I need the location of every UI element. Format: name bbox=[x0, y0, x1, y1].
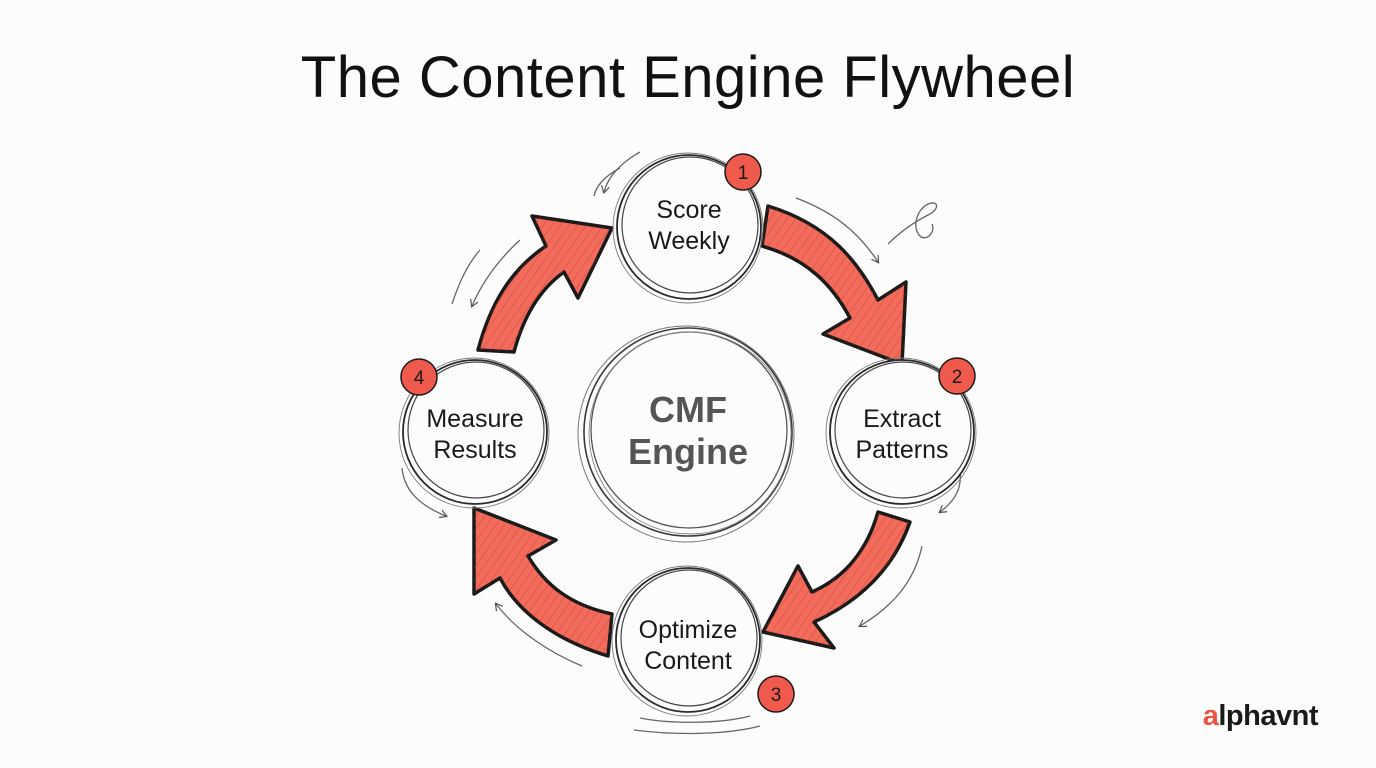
step-number: 3 bbox=[771, 685, 782, 706]
step-node-extract-patterns: Extract Patterns bbox=[825, 357, 977, 509]
step-label-line1: Score bbox=[656, 196, 721, 224]
step-label-line1: Extract bbox=[863, 405, 941, 433]
hub-circle: CMF Engine bbox=[577, 325, 795, 543]
step-label-line2: Content bbox=[644, 647, 732, 675]
page-title: The Content Engine Flywheel bbox=[300, 45, 1076, 110]
sketch-arrow-icon bbox=[401, 151, 962, 735]
logo-text: lphavnt bbox=[1218, 700, 1318, 732]
step-label-line2: Weekly bbox=[648, 227, 730, 255]
curved-arrow-icon bbox=[476, 214, 614, 354]
logo-accent: a bbox=[1202, 700, 1219, 732]
step-number: 4 bbox=[414, 368, 425, 389]
step-label-line2: Patterns bbox=[855, 436, 948, 464]
step-badge: 4 bbox=[400, 358, 438, 396]
curved-arrow-icon bbox=[760, 204, 908, 366]
step-label-line2: Results bbox=[433, 436, 516, 464]
step-badge: 3 bbox=[757, 675, 795, 713]
hub-label-line2: Engine bbox=[628, 431, 748, 472]
step-label-line1: Optimize bbox=[639, 616, 738, 644]
curved-arrow-icon bbox=[761, 510, 912, 650]
step-node-measure-results: Measure Results bbox=[398, 357, 550, 509]
step-badge: 2 bbox=[938, 357, 976, 395]
step-node-optimize-content: Optimize Content bbox=[611, 565, 763, 717]
step-node-score-weekly: Score Weekly bbox=[612, 152, 764, 304]
step-label-line1: Measure bbox=[426, 405, 523, 433]
step-number: 1 bbox=[738, 163, 749, 184]
hub-label-line1: CMF bbox=[649, 389, 727, 430]
step-badge: 1 bbox=[724, 153, 762, 191]
brand-logo: alphavnt bbox=[1202, 700, 1319, 733]
curved-arrow-icon bbox=[472, 506, 614, 658]
step-number: 2 bbox=[952, 367, 963, 388]
